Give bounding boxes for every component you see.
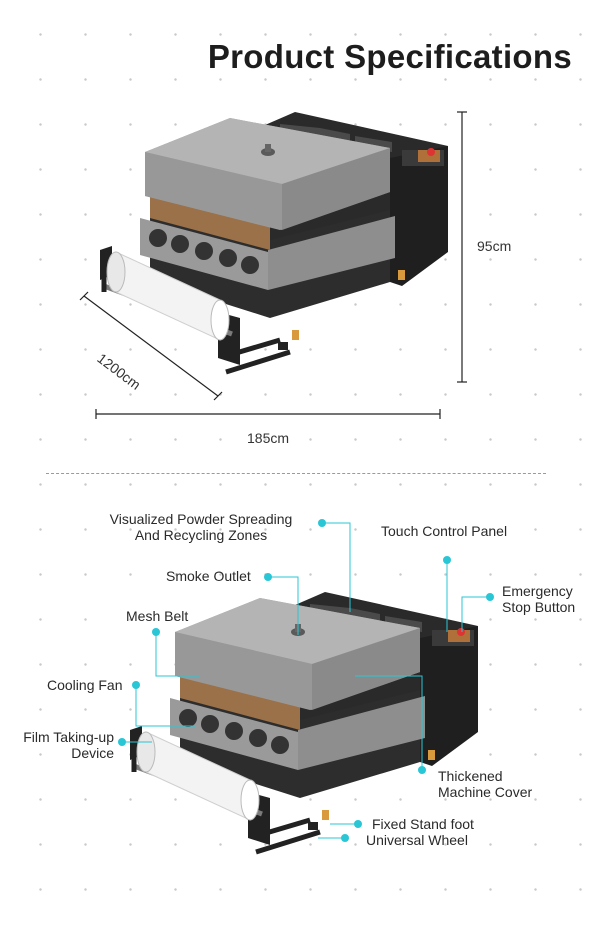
callout-dot-mesh [152,628,160,636]
callout-emergency-stop: Emergency Stop Button [502,583,576,615]
callout-dot-stand [354,820,362,828]
callout-dot-smoke [264,573,272,581]
callout-powder-zones: Visualized Powder Spreading And Recyclin… [109,511,293,543]
callout-dot-powder [318,519,326,527]
callout-dot-touch-panel [443,556,451,564]
callout-touch-panel: Touch Control Panel [381,523,508,539]
page-title: Product Specifications [207,38,572,75]
callout-film-takeup: Film Taking-up Device [23,729,114,761]
callout-dot-emergency [486,593,494,601]
callout-universal-wheel: Universal Wheel [366,832,468,848]
callout-machine-cover: Thickened Machine Cover [438,768,533,800]
callout-dot-fan [132,681,140,689]
callout-stand-foot: Fixed Stand foot [372,816,474,832]
section-divider [46,473,546,474]
callout-mesh-belt: Mesh Belt [126,608,189,624]
callout-dot-film [118,738,126,746]
width-dimension-label: 185cm [247,430,290,446]
machine-illustration-bottom [130,592,478,852]
height-dimension-label: 95cm [477,238,512,254]
callout-dot-cover [418,766,426,774]
machine-illustration-top [100,112,448,372]
callout-dot-wheel [341,834,349,842]
callout-smoke-outlet: Smoke Outlet [166,568,251,584]
callout-cooling-fan: Cooling Fan [47,677,123,693]
